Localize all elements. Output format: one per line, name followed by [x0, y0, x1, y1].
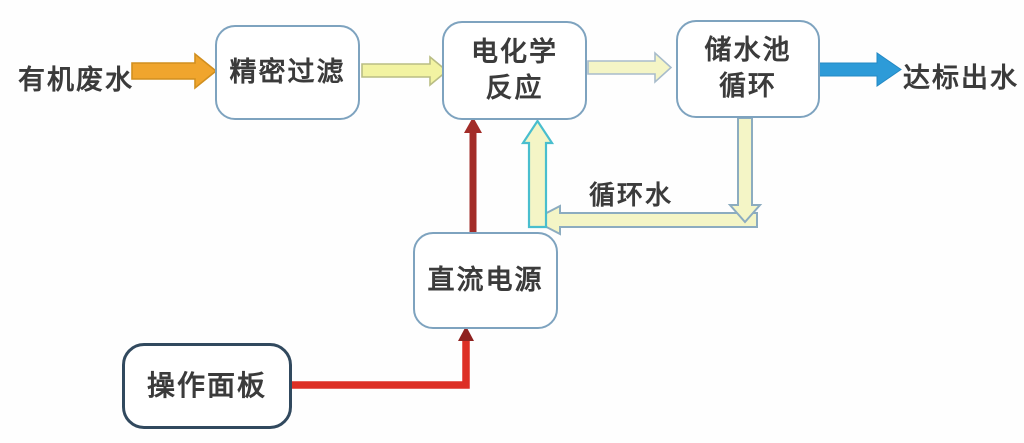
node-dc-power-supply: 直流电源: [413, 232, 558, 329]
panel-to-power-connector: [292, 338, 470, 389]
recycle-up-arrow-icon: [520, 119, 555, 229]
node-storage-tank-circulation: 储水池 循环: [676, 20, 820, 118]
recycle-down-arrow-icon: [727, 117, 763, 224]
node-precision-filter-label: 精密过滤: [229, 56, 346, 87]
inlet-arrow-icon: [131, 52, 218, 90]
node-operation-panel-label: 操作面板: [146, 369, 267, 401]
node-electrochemical-reaction: 电化学 反应: [442, 21, 587, 120]
node-precision-filter: 精密过滤: [215, 25, 360, 120]
inlet-label: 有机废水: [18, 65, 134, 95]
recycle-return-arrow-icon: [530, 204, 758, 236]
outlet-arrow-icon: [817, 52, 902, 87]
node-operation-panel: 操作面板: [122, 343, 292, 429]
power-to-reaction-arrow-icon: [464, 117, 482, 233]
recycle-water-label: 循环水: [589, 180, 674, 210]
node-electrochemical-reaction-label-line2: 反应: [485, 72, 544, 103]
panel-to-power-arrowhead-icon: [458, 326, 474, 341]
filter-to-reaction-arrow-icon: [361, 55, 449, 87]
outlet-label: 达标出水: [903, 63, 1019, 93]
node-storage-tank-label-line1: 储水池: [704, 35, 792, 66]
reaction-to-storage-arrow-icon: [587, 51, 673, 84]
node-storage-tank-label-line2: 循环: [719, 71, 777, 101]
node-dc-power-supply-label: 直流电源: [427, 264, 544, 295]
node-electrochemical-reaction-label-line1: 电化学: [471, 36, 558, 67]
